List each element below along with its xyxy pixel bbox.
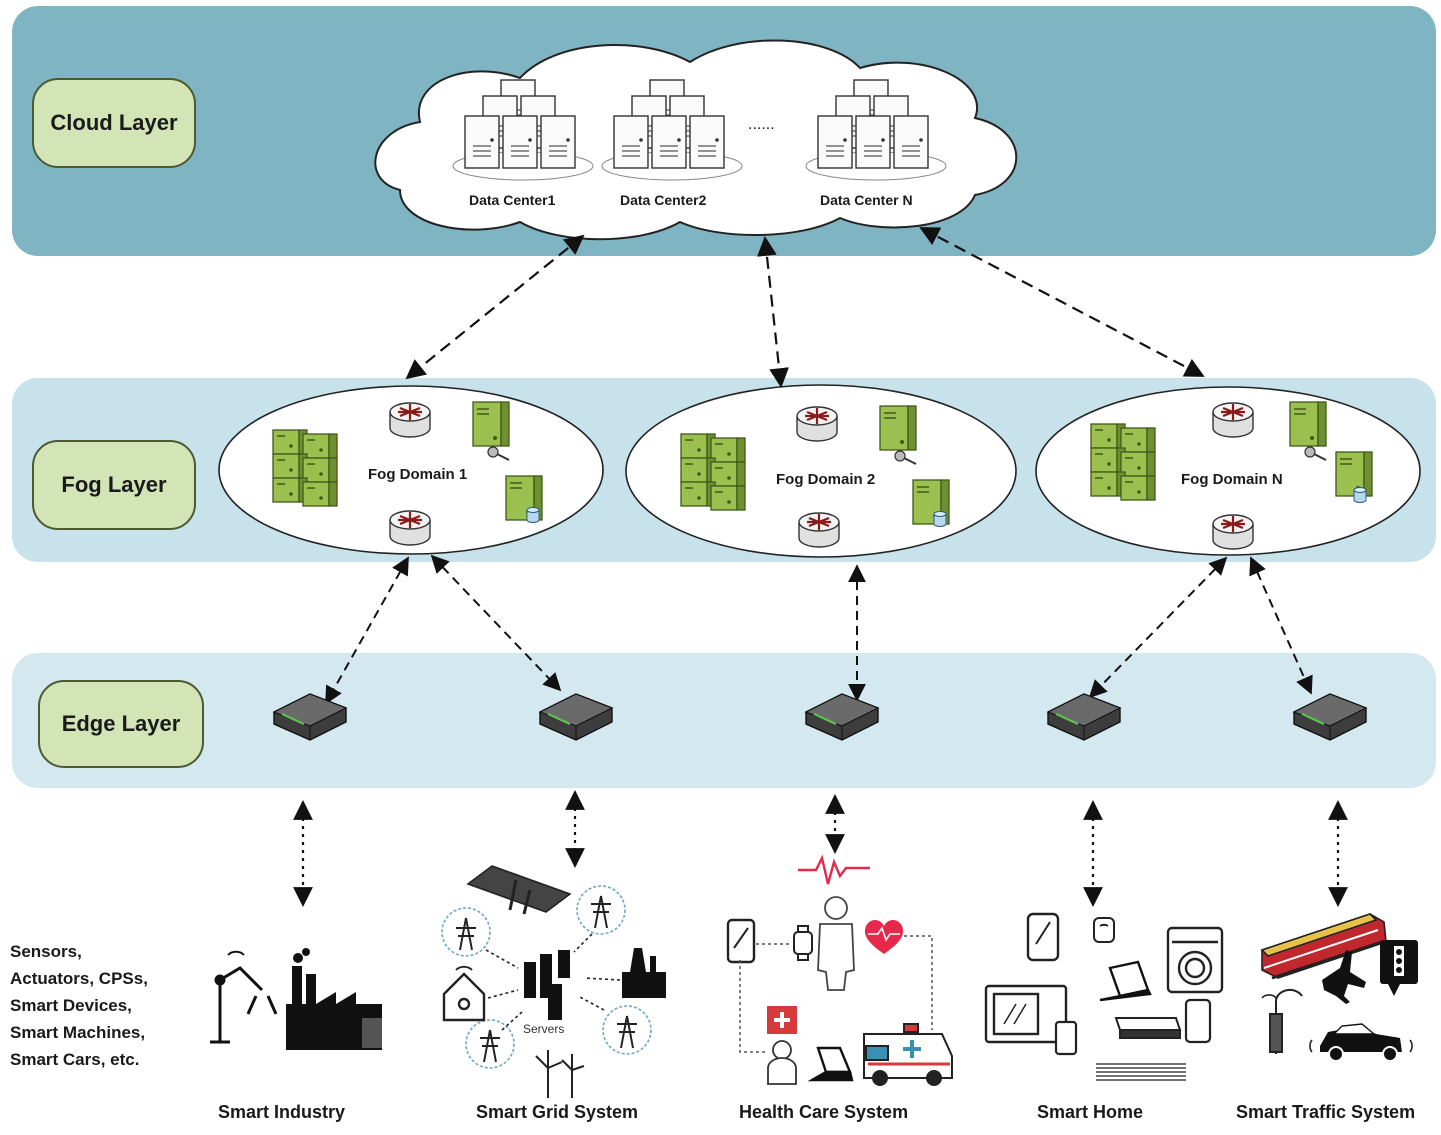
router-icon (797, 511, 841, 549)
fog-server-icon (1289, 401, 1327, 447)
device-list-item: Smart Cars, etc. (10, 1050, 140, 1069)
wind-turbine-icon (535, 1050, 585, 1098)
fog-domain-label: Fog Domain N (1181, 471, 1283, 488)
watch-icon (793, 925, 813, 961)
database-icon (933, 511, 947, 527)
application-label: Smart Industry (218, 1102, 346, 1122)
device-list-item: Smart Devices, (10, 996, 132, 1015)
fog-server-icon (681, 434, 745, 510)
tablet-icon (726, 918, 756, 964)
router-box-icon (1114, 1017, 1182, 1039)
watch-icon (1093, 917, 1115, 943)
router-icon (1211, 401, 1255, 439)
laptop-icon (807, 1046, 854, 1082)
data-center-ellipsis: ...... (748, 116, 775, 133)
street-lamp-icon (1261, 988, 1303, 1054)
router-icon (1211, 513, 1255, 551)
application-label: Smart Traffic System (1236, 1102, 1416, 1122)
home-icon (442, 965, 486, 1022)
fog-domain-label: Fog Domain 2 (776, 471, 876, 488)
robot-arm-icon (210, 950, 278, 1044)
fog-server-icon (1091, 424, 1155, 500)
laptop-icon (1099, 960, 1152, 1002)
solar-panel-icon (466, 865, 572, 915)
router-icon (795, 405, 839, 443)
device-list-item: Sensors, (10, 942, 82, 961)
data-center-label: Data Center2 (620, 192, 707, 208)
fog-server-icon (472, 401, 510, 447)
tablet-icon (1026, 912, 1060, 962)
server-rack-icon (524, 950, 570, 1020)
fog-domain-label: Fog Domain 1 (368, 466, 468, 483)
edge-layer-label: Edge Layer (38, 680, 204, 768)
data-center-label: Data Center N (820, 192, 913, 208)
fog-server-icon (879, 405, 917, 451)
application-label: Health Care System (739, 1102, 909, 1122)
fog-layer-label: Fog Layer (32, 440, 196, 530)
edge-gateway-icon (538, 692, 614, 742)
car-icon (1309, 1023, 1413, 1062)
heartbeat-line (798, 854, 870, 885)
router-icon (388, 401, 432, 439)
application-label: Smart Grid System (476, 1102, 639, 1122)
train-icon (1260, 913, 1387, 980)
router-icon (388, 509, 432, 547)
edge-gateway-icon (272, 692, 348, 742)
washer-icon (1166, 926, 1224, 994)
phone-icon (1054, 998, 1212, 1056)
edge-gateway-icon (1292, 692, 1368, 742)
air-conditioner-icon (1096, 1063, 1186, 1081)
microwave-icon (984, 984, 1068, 1044)
ambulance-icon (863, 1023, 953, 1086)
cloud-layer-label: Cloud Layer (32, 78, 196, 168)
servers-label: Servers (523, 1022, 565, 1036)
edge-gateway-icon (1046, 692, 1122, 742)
device-list-item: Smart Machines, (10, 1023, 146, 1042)
pylon-icon (441, 885, 652, 1069)
database-icon (1353, 487, 1367, 503)
fog-server-icon (273, 430, 337, 506)
edge-gateway-icon (804, 692, 880, 742)
database-icon (526, 507, 540, 523)
doctor-icon (817, 896, 855, 991)
application-label: Smart Home (1037, 1102, 1144, 1122)
traffic-light-icon (1380, 940, 1418, 996)
heart-icon (864, 920, 904, 954)
device-list-item: Actuators, CPSs, (10, 969, 148, 988)
power-plant-icon (622, 948, 666, 998)
patient-icon (767, 1040, 797, 1085)
device-list: Sensors, Actuators, CPSs, Smart Devices,… (10, 938, 148, 1073)
data-center-label: Data Center1 (469, 192, 556, 208)
plane-icon (1322, 950, 1366, 1004)
factory-icon (286, 948, 382, 1050)
